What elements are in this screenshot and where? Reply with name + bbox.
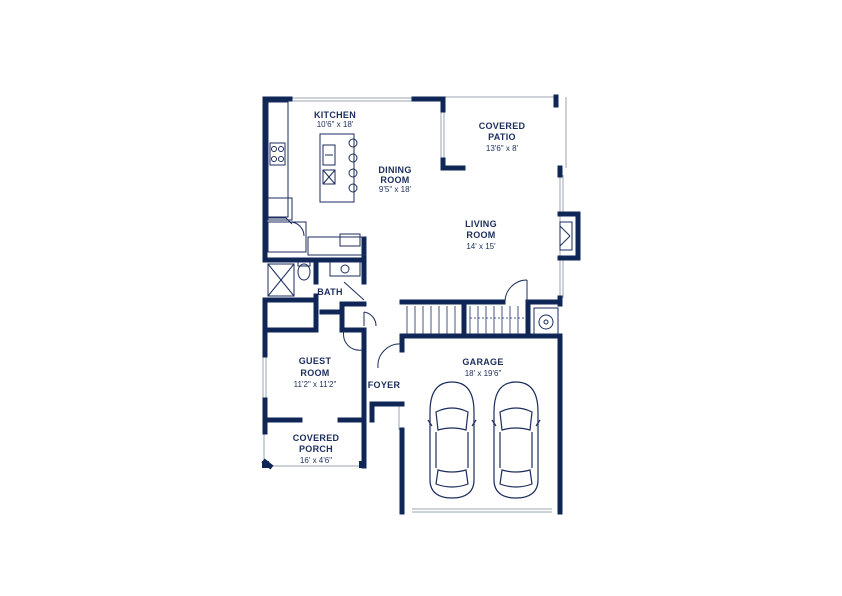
porch-column-right — [359, 461, 366, 468]
car-icon — [427, 381, 477, 499]
kitchen-dimensions: 10'6" x 18' — [317, 120, 354, 129]
living-label-1: LIVING — [465, 219, 497, 229]
garage-label: GARAGE — [462, 357, 503, 367]
sink-icon — [322, 144, 336, 166]
guest-label-1: GUEST — [299, 356, 332, 366]
porch-label-2: PORCH — [299, 444, 333, 454]
kitchen-label: KITCHEN — [314, 110, 356, 120]
porch-dimensions: 16' x 4'6" — [300, 456, 332, 465]
shower-icon — [267, 263, 295, 297]
garage-dimensions: 18' x 19'6" — [465, 369, 502, 378]
foyer-label: FOYER — [368, 380, 401, 390]
patio-label-2: PATIO — [488, 132, 516, 142]
toilet-icon — [297, 261, 311, 281]
patio-dimensions: 13'6" x 8' — [486, 144, 519, 153]
stairs — [406, 306, 526, 334]
guest-dimensions: 11'2" x 11'2" — [294, 380, 337, 389]
porch-label-1: COVERED — [293, 433, 340, 443]
living-label-2: ROOM — [466, 230, 495, 240]
kitchen-fixtures — [267, 101, 367, 256]
patio-label-1: COVERED — [479, 121, 526, 131]
guest-label-2: ROOM — [300, 368, 329, 378]
bath-label: BATH — [317, 287, 343, 297]
car-icon — [491, 381, 541, 499]
bath-fixtures — [267, 261, 528, 369]
water-heater-icon — [533, 307, 559, 335]
living-dimensions: 14' x 15' — [466, 242, 496, 251]
dining-label-2: ROOM — [380, 175, 409, 185]
porch-column-left — [262, 461, 269, 468]
range-icon — [269, 142, 286, 166]
fireplace-icon — [559, 221, 573, 251]
dining-label-1: DINING — [378, 165, 411, 175]
walls — [261, 94, 581, 515]
dining-dimensions: 9'5" x 18' — [379, 185, 412, 194]
